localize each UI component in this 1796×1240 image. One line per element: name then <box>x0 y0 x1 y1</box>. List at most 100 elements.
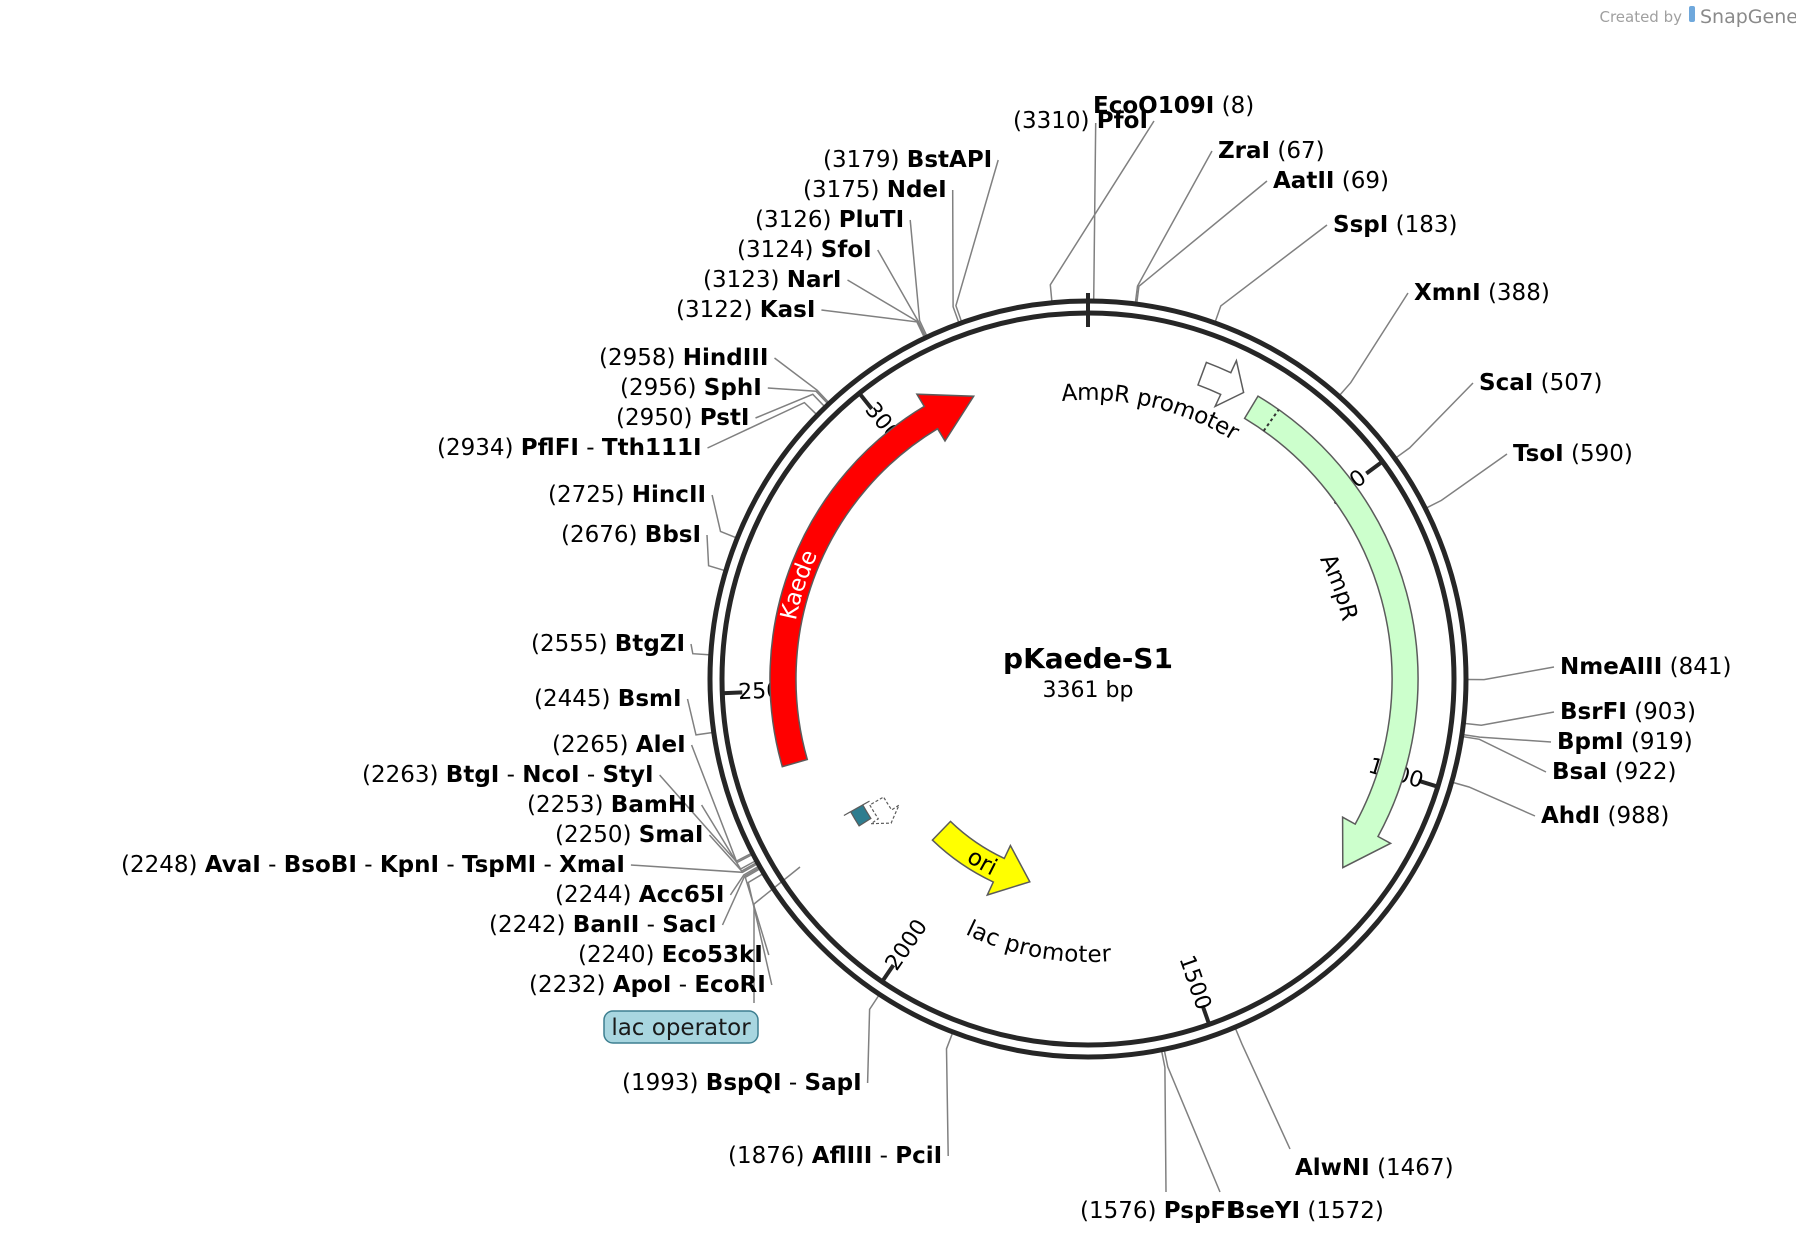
site-position: (1467) <box>1377 1155 1453 1181</box>
site-enzyme-name: AvaI <box>205 852 261 878</box>
site-enzyme-name: TspMI <box>462 852 536 878</box>
site-gap <box>637 522 644 548</box>
site-position: (1576) <box>1080 1198 1156 1224</box>
site-enzyme-name: PflFI <box>521 435 579 461</box>
lac-operator-label-box <box>603 1010 759 1044</box>
site-leader <box>1453 781 1536 817</box>
site-position: (67) <box>1277 138 1324 164</box>
site-gap <box>438 762 445 788</box>
site-enzyme-name: EcoRI <box>694 972 765 998</box>
site-enzyme-name: Eco53kI <box>662 942 763 968</box>
site-position: (3123) <box>703 267 779 293</box>
site-label-apoi: (2232) ApoI - EcoRI <box>529 972 766 998</box>
lac-promoter-arrow <box>868 796 901 825</box>
site-enzyme-name: KasI <box>760 297 816 323</box>
site-gap <box>752 297 759 323</box>
site-gap <box>813 237 820 263</box>
site-position: (2950) <box>616 405 692 431</box>
site-label-bspqi: (1993) BspQI - SapI <box>622 1070 862 1096</box>
site-position: (2725) <box>548 482 624 508</box>
site-enzyme-name: AhdI <box>1541 803 1600 829</box>
plasmid-center-label: pKaede-S1 3361 bp <box>1003 642 1173 703</box>
site-enzyme-name: PstI <box>700 405 750 431</box>
site-position: (1572) <box>1307 1198 1383 1224</box>
ruler-tick <box>1365 459 1384 476</box>
site-label-bsrfi: BsrFI (903) <box>1560 699 1696 725</box>
site-gap <box>1624 729 1631 755</box>
site-enzyme-name: BseYI <box>1228 1198 1300 1224</box>
site-gap <box>1600 803 1607 829</box>
plasmid-name: pKaede-S1 <box>1003 642 1173 675</box>
site-enzyme-name: SapI <box>805 1070 862 1096</box>
site-position: (919) <box>1631 729 1693 755</box>
site-gap <box>696 375 703 401</box>
site-label-avai: (2248) AvaI - BsoBI - KpnI - TspMI - Xma… <box>121 852 625 878</box>
site-position: (183) <box>1396 212 1458 238</box>
plasmid-backbone <box>707 293 1469 1060</box>
site-label-hincii: (2725) HincII <box>548 482 706 508</box>
site-label-sphi: (2956) SphI <box>620 375 762 401</box>
site-leader <box>1092 122 1097 300</box>
site-label-bseyi: BseYI (1572) <box>1228 1198 1384 1224</box>
site-leader <box>1134 150 1213 303</box>
site-label-bpmi: BpmI (919) <box>1557 729 1693 755</box>
site-leader <box>690 744 751 863</box>
site-position: (1993) <box>622 1070 698 1096</box>
site-label-afliii: (1876) AflIII - PciI <box>728 1143 942 1169</box>
site-enzyme-name: NmeAIII <box>1560 654 1662 680</box>
site-enzyme-name: BstAPI <box>907 147 992 173</box>
site-label-bsmi: (2445) BsmI <box>534 686 682 712</box>
site-gap <box>1388 212 1395 238</box>
site-leader <box>706 534 725 572</box>
site-enzyme-name: NarI <box>787 267 842 293</box>
site-enzyme-name: PluTI <box>839 207 904 233</box>
site-enzyme-name: EcoO109I <box>1093 93 1214 119</box>
site-enzyme-name: BamHI <box>611 792 696 818</box>
site-leader <box>1463 733 1552 743</box>
site-position: (507) <box>1541 370 1603 396</box>
site-gap <box>1481 280 1488 306</box>
site-leader <box>877 249 926 337</box>
site-enzyme-name: AflIII <box>812 1143 873 1169</box>
site-position: (388) <box>1488 280 1550 306</box>
site-enzyme-name: PfoI <box>1097 108 1148 134</box>
site-leader <box>755 393 825 419</box>
site-position: (2555) <box>531 631 607 657</box>
site-enzyme-name: BbsI <box>645 522 701 548</box>
site-leader <box>686 698 712 736</box>
feature-label: AmpR <box>1314 550 1362 623</box>
site-leader <box>1463 736 1547 773</box>
feature-label: Kaede <box>776 546 823 622</box>
ruler-tick <box>1200 1004 1212 1026</box>
kaede-feature-arrow <box>769 393 976 768</box>
site-enzyme-name: XmaI <box>559 852 625 878</box>
site-label-aatii: AatII (69) <box>1273 168 1389 194</box>
site-enzyme-name: BspQI <box>706 1070 782 1096</box>
site-leader <box>847 279 926 337</box>
site-enzyme-name: NcoI <box>522 762 579 788</box>
site-leader <box>690 643 709 656</box>
site-enzyme-name: StyI <box>602 762 653 788</box>
site-gap <box>1533 370 1540 396</box>
credit-brand: SnapGene <box>1700 6 1796 28</box>
ruler-tick-label: 1500 <box>1174 952 1216 1013</box>
site-separator: - <box>499 762 522 788</box>
ruler-tick <box>722 690 743 696</box>
ruler-tick <box>1418 778 1439 789</box>
site-gap <box>628 732 635 758</box>
site-enzyme-name: BsmI <box>618 686 682 712</box>
site-position: (590) <box>1571 441 1633 467</box>
site-gap <box>1214 93 1221 119</box>
site-position: (2676) <box>561 522 637 548</box>
site-enzyme-name: NdeI <box>887 177 947 203</box>
site-label-alwni: AlwNI (1467) <box>1295 1155 1454 1181</box>
site-leader <box>955 159 999 322</box>
site-label-bsai: BsaI (922) <box>1552 759 1676 785</box>
site-leader <box>821 309 925 337</box>
site-separator: - <box>872 1143 895 1169</box>
site-position: (8) <box>1222 93 1255 119</box>
site-gap <box>607 631 614 657</box>
